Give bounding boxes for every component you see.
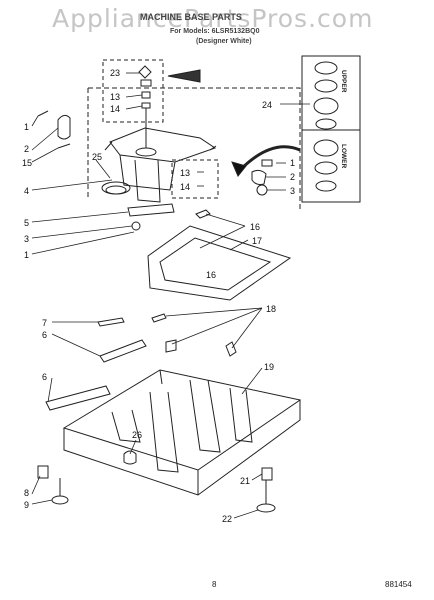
part-8-leg: [37, 465, 49, 479]
seal-upper-1: [314, 61, 338, 75]
callout-23: 23: [110, 68, 120, 78]
part-17-plate: [147, 225, 292, 301]
part-6-rail-lower: [45, 385, 111, 411]
callout-14: 14: [110, 104, 120, 114]
part-5-brace: [127, 203, 175, 217]
lower-inset-box: [171, 159, 219, 199]
part-25-ring: [101, 181, 131, 195]
part-13-upper: [141, 91, 151, 99]
callout-8: 8: [24, 488, 29, 498]
part-18-a: [151, 313, 167, 323]
callout-18: 18: [266, 304, 276, 314]
part-3-washer: [131, 221, 141, 231]
base-support-front: [149, 391, 179, 473]
part-26-bracket: [123, 450, 137, 465]
callout-15: 15: [22, 158, 32, 168]
callout-19: 19: [264, 362, 274, 372]
diagram-title: MACHINE BASE PARTS: [140, 12, 242, 22]
part-3-right: [256, 184, 268, 196]
model-line: For Models: 6LSR5132BQ0: [170, 28, 260, 35]
callout-7: 7: [42, 318, 47, 328]
part-23-top: [138, 65, 152, 79]
callout-5: 5: [24, 218, 29, 228]
part-6-rail-upper: [99, 339, 147, 363]
callout-25: 25: [92, 152, 102, 162]
callout-21: 21: [240, 476, 250, 486]
gearcase-top: [109, 127, 217, 163]
callout-1: 1: [24, 122, 29, 132]
callout-6: 6: [42, 330, 47, 340]
callout-1b: 1: [24, 250, 29, 260]
callout-3c: 3: [290, 186, 295, 196]
part-1-right: [261, 159, 273, 167]
part-22-foot: [256, 503, 276, 513]
callout-9: 9: [24, 500, 29, 510]
assembly-frame-line: [88, 87, 301, 212]
reference-number: 881454: [385, 580, 412, 589]
callout-1c: 1: [290, 158, 295, 168]
watermark: AppliancePartsPros.com: [52, 4, 374, 33]
part-16-clip: [195, 209, 211, 219]
callout-17: 17: [252, 236, 262, 246]
inset-label-lower: LOWER: [340, 144, 347, 168]
inset-label-upper: UPPER: [340, 70, 347, 93]
inset-pointer-arrow: [167, 69, 201, 83]
color-code: (Designer White): [196, 38, 252, 45]
part-9-foot: [51, 495, 69, 505]
callout-22: 22: [222, 514, 232, 524]
callout-6b: 6: [42, 372, 47, 382]
callout-14b: 14: [180, 182, 190, 192]
seal-kit-panel: [301, 55, 361, 203]
callout-2: 2: [24, 144, 29, 154]
callout-3: 3: [24, 234, 29, 244]
upper-inset-box: [102, 59, 164, 123]
callout-13: 13: [110, 92, 120, 102]
callout-2c: 2: [290, 172, 295, 182]
base-top-frame: [62, 369, 302, 471]
callout-26: 26: [132, 430, 142, 440]
callout-16b: 16: [206, 270, 216, 280]
callout-24: 24: [262, 100, 272, 110]
callout-13b: 13: [180, 168, 190, 178]
part-2-right: [251, 169, 267, 185]
part-7-pad: [97, 317, 125, 327]
part-21-leg: [261, 467, 273, 481]
part-1-screw: [37, 110, 49, 117]
part-2-clip: [57, 114, 71, 140]
seal-lower-1: [313, 139, 339, 157]
part-14-upper: [141, 102, 151, 109]
page-number: 8: [212, 580, 217, 589]
callout-4: 4: [24, 186, 29, 196]
curved-arrow: [238, 145, 301, 172]
callout-16: 16: [250, 222, 260, 232]
